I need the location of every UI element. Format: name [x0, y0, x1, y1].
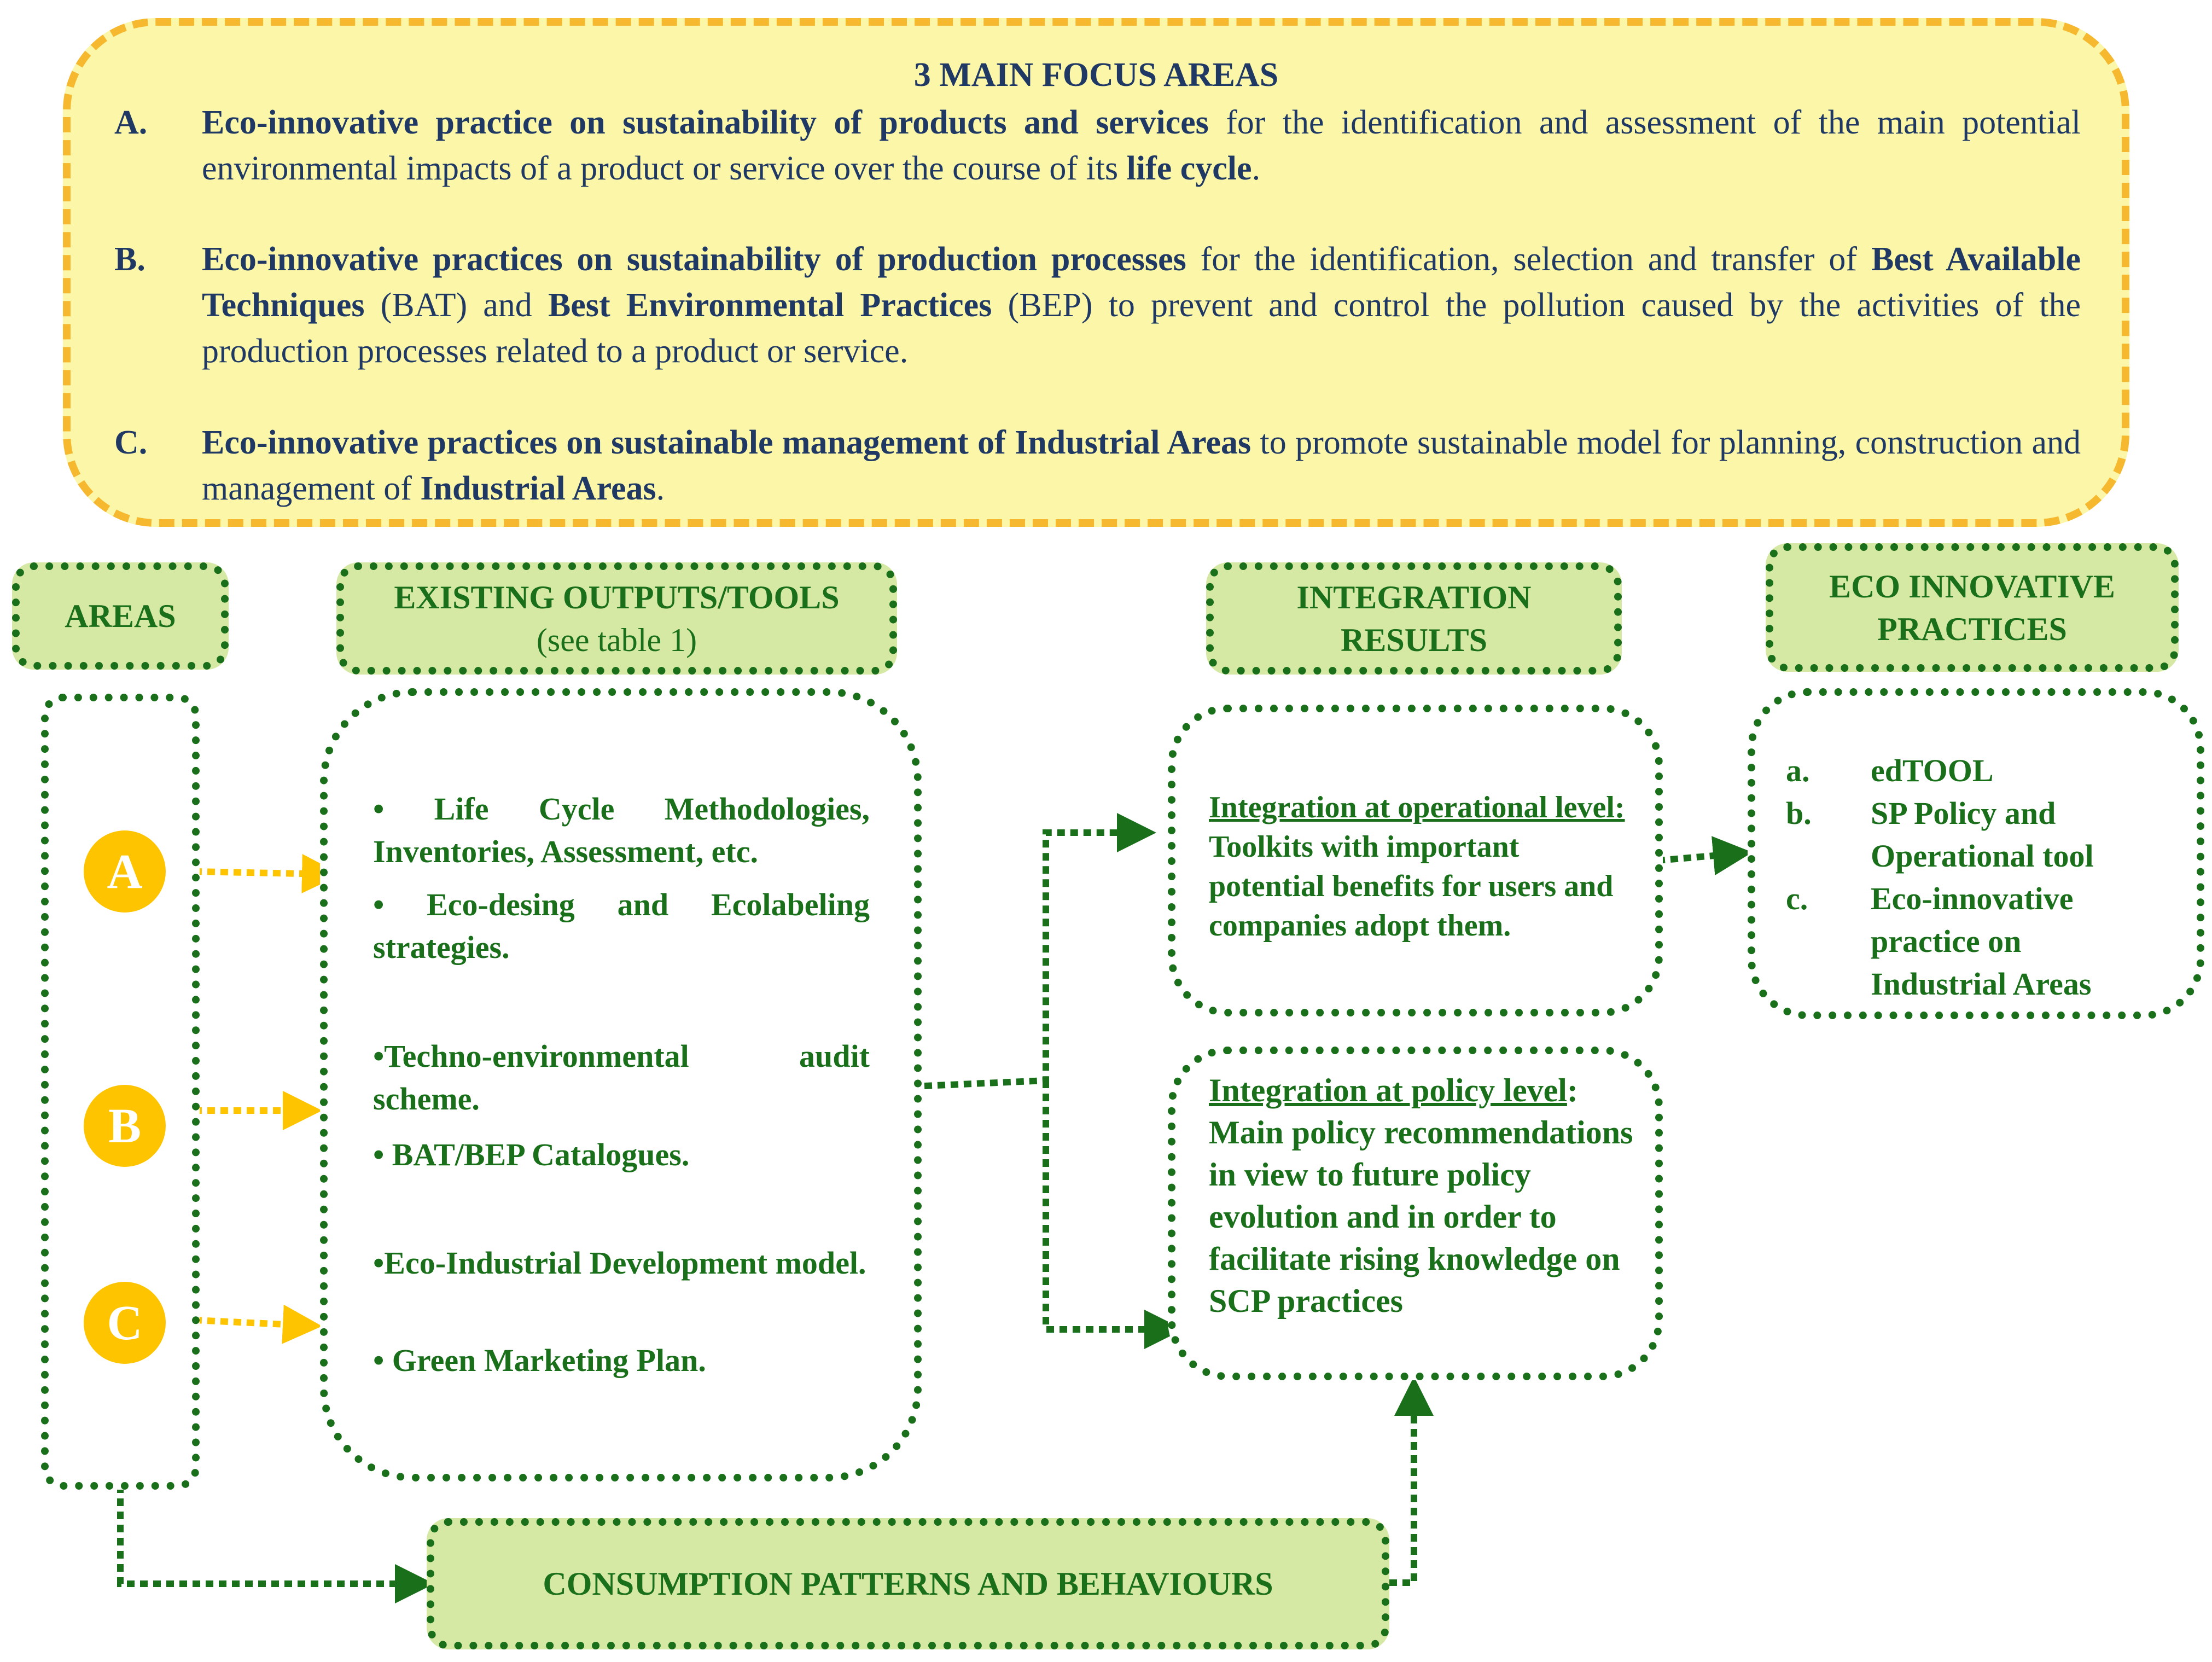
- integration-header-label: INTEGRATION RESULTS: [1296, 579, 1532, 658]
- area-circle-a: A: [84, 830, 166, 913]
- focus-item-lead: Eco-innovative practice on sustainabilit…: [202, 104, 1209, 141]
- policy-integration-title: Integration at policy level: [1209, 1072, 1567, 1108]
- focus-item-bold: life cycle: [1126, 150, 1252, 187]
- focus-item-b: B. Eco-innovative practices on sustainabi…: [114, 236, 2081, 374]
- focus-item-text: to promote sustainable model for plannin…: [202, 424, 2081, 507]
- focus-item-letter: C.: [114, 424, 148, 461]
- arrow-c-to-outputs: [194, 1304, 322, 1344]
- focus-item-a: A. Eco-innovative practice on sustainabil…: [114, 100, 2081, 191]
- focus-item-bold: Best Available Techniques: [202, 241, 2081, 324]
- operational-integration-box: [1168, 705, 1663, 1016]
- focus-item-text: .: [1251, 150, 1261, 187]
- arrow-a-to-outputs: [194, 854, 341, 894]
- eco-practice-letter: a.: [1786, 753, 1810, 788]
- arrow-outputs-to-operational: [924, 813, 1156, 1089]
- focus-item-text: for the identification and assessment of…: [202, 104, 2081, 187]
- integration-header: INTEGRATION RESULTS: [1206, 562, 1622, 675]
- outputs-header-label: EXISTING OUTPUTS/TOOLS: [394, 579, 840, 615]
- eco-practice-letter: c.: [1786, 881, 1808, 916]
- eco-practice-label: SP Policy and Operational tool: [1871, 795, 2094, 874]
- area-circle-c: C: [84, 1282, 166, 1364]
- focus-item-text: .: [656, 470, 665, 507]
- focus-item-letter: A.: [114, 104, 148, 141]
- eco-practice-label: edTOOL: [1871, 753, 1994, 788]
- operational-integration-title: Integration at operational level:: [1209, 791, 1625, 824]
- output-item: • Eco-desing and Ecolabeling strategies.: [373, 887, 870, 965]
- focus-item-lead: Eco-innovative practices on sustainable …: [202, 424, 1251, 461]
- arrow-operational-to-eco: [1657, 836, 1753, 876]
- outputs-header-sub: (see table 1): [536, 621, 697, 658]
- policy-integration-box: [1168, 1047, 1663, 1380]
- eco-practices-box: [1748, 688, 2204, 1019]
- eco-practices-header-label: ECO INNOVATIVE PRACTICES: [1829, 568, 2115, 647]
- policy-integration-body: Main policy recommendations in view to f…: [1209, 1114, 1633, 1319]
- policy-integration-colon: :: [1567, 1072, 1578, 1108]
- output-item: •Eco-Industrial Development model.: [373, 1245, 866, 1281]
- consumption-patterns-box: CONSUMPTION PATTERNS AND BEHAVIOURS: [427, 1518, 1389, 1649]
- focus-item-letter: B.: [114, 241, 145, 278]
- operational-integration-text: Integration at operational level: Toolki…: [1209, 788, 1635, 945]
- focus-item-text: (BAT) and: [364, 287, 548, 324]
- output-item: • Life Cycle Methodologies, Inventories,…: [373, 791, 870, 869]
- focus-item-bold: Best Environmental Practices: [548, 287, 992, 324]
- focus-item-text: for the identification, selection and tr…: [1186, 241, 1872, 278]
- consumption-patterns-label: CONSUMPTION PATTERNS AND BEHAVIOURS: [543, 1566, 1273, 1602]
- output-item: •Techno-environmental audit scheme.: [373, 1038, 870, 1117]
- outputs-box: [320, 688, 922, 1481]
- output-item: • BAT/BEP Catalogues.: [373, 1137, 690, 1172]
- arrow-outputs-to-policy: [1043, 1080, 1184, 1349]
- focus-areas-panel: 3 MAIN FOCUS AREAS A. Eco-innovative prac…: [63, 18, 2129, 527]
- policy-integration-text: Integration at policy level: Main policy…: [1209, 1070, 1641, 1322]
- eco-practices-header: ECO INNOVATIVE PRACTICES: [1766, 543, 2179, 672]
- focus-item-bold: Industrial Areas: [420, 470, 656, 507]
- arrow-areas-to-consumption: [117, 1485, 434, 1603]
- output-item: • Green Marketing Plan.: [373, 1343, 706, 1378]
- outputs-header: EXISTING OUTPUTS/TOOLS (see table 1): [336, 562, 897, 675]
- areas-header: AREAS: [12, 562, 229, 670]
- areas-header-label: AREAS: [65, 598, 176, 634]
- area-circle-b: B: [84, 1085, 166, 1167]
- operational-integration-body: Toolkits with important potential benefi…: [1209, 830, 1614, 943]
- arrow-consumption-to-policy: [1389, 1376, 1434, 1586]
- focus-item-lead: Eco-innovative practices on sustainabili…: [202, 241, 1186, 278]
- focus-item-c: C. Eco-innovative practices on sustainabl…: [114, 420, 2081, 512]
- focus-title: 3 MAIN FOCUS AREAS: [913, 56, 1279, 94]
- eco-practice-letter: b.: [1786, 795, 1812, 831]
- focus-item-text: (BEP) to prevent and control the polluti…: [202, 287, 2081, 370]
- eco-practice-label: Eco-innovative practice on Industrial Ar…: [1871, 881, 2092, 1002]
